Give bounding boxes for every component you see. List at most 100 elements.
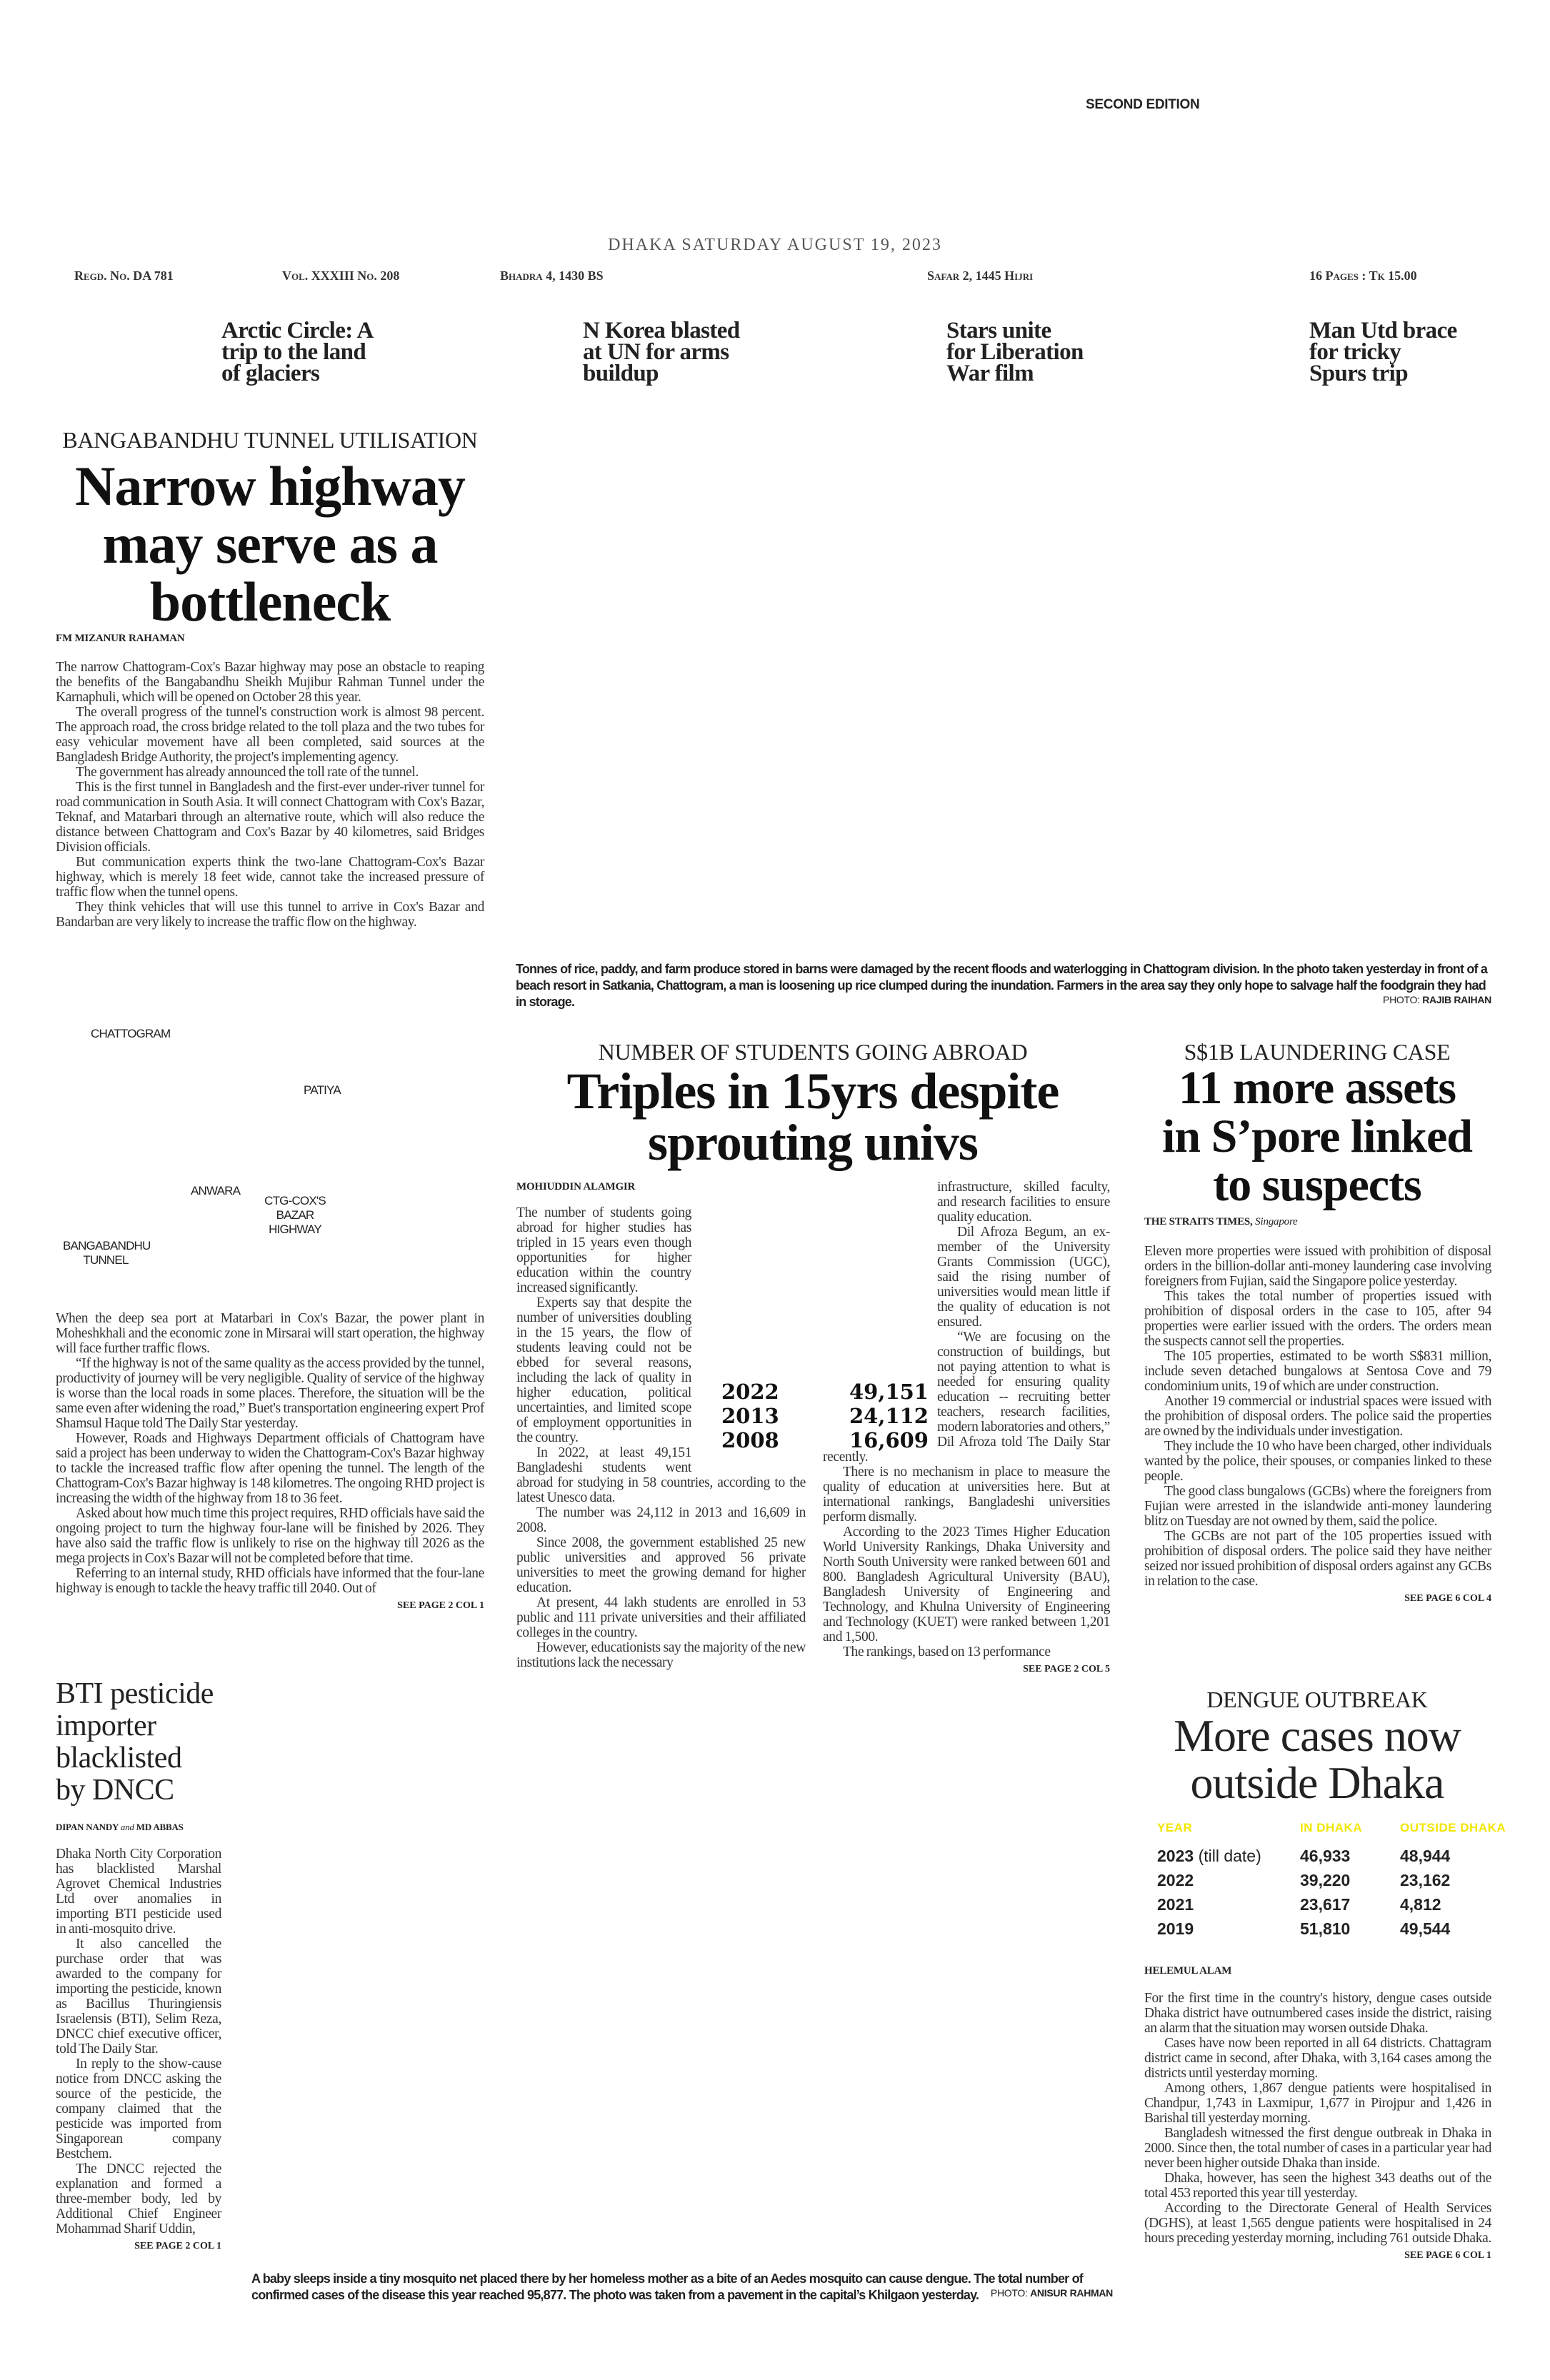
- cell-year: 2022: [1157, 1871, 1194, 1889]
- stat-year: 2008: [721, 1428, 779, 1452]
- laundering-headline[interactable]: 11 more assets in S’pore linked to suspe…: [1136, 1064, 1499, 1210]
- pages-price: 16 Pages : Tk 15.00: [1309, 268, 1417, 283]
- paragraph: But communication experts think the two-…: [56, 855, 484, 900]
- tunnel-see-page-link[interactable]: SEE PAGE 2 COL 1: [397, 1600, 484, 1611]
- bti-see-page-link[interactable]: SEE PAGE 2 COL 1: [134, 2241, 221, 2251]
- paragraph: According to the 2023 Times Higher Educa…: [823, 1525, 1110, 1645]
- paragraph: They include the 10 who have been charge…: [1144, 1439, 1491, 1484]
- paragraph: The number was 24,112 in 2013 and 16,609…: [516, 1505, 806, 1535]
- edition-label: SECOND EDITION: [1086, 97, 1200, 112]
- headline-line: may serve as a: [102, 513, 438, 575]
- paragraph: There is no mechanism in place to measur…: [823, 1465, 1110, 1525]
- paragraph: This takes the total number of propertie…: [1144, 1289, 1491, 1349]
- bangla-date: Bhadra 4, 1430 BS: [500, 268, 604, 283]
- year-note: (till date): [1198, 1847, 1261, 1865]
- dengue-body: For the first time in the country's hist…: [1144, 1991, 1491, 2261]
- headline-line: Narrow highway: [75, 455, 466, 517]
- hijri-date: Safar 2, 1445 Hijri: [927, 268, 1034, 283]
- bti-body-text: Dhaka North City Corporation has blackli…: [56, 1847, 221, 2236]
- tunnel-headline[interactable]: Narrow highway may serve as a bottleneck: [50, 457, 490, 631]
- flood-photo: [516, 421, 1491, 953]
- teaser-line: trip to the land: [221, 339, 366, 365]
- headline-line: to suspects: [1213, 1159, 1422, 1211]
- paragraph: However, Roads and Highways Department o…: [56, 1431, 484, 1506]
- paragraph: Eleven more properties were issued with …: [1144, 1244, 1491, 1289]
- students-see-page-link[interactable]: SEE PAGE 2 COL 5: [1023, 1664, 1110, 1674]
- paragraph: In 2022, at least 49,151 Bangladeshi stu…: [516, 1445, 806, 1505]
- byline-place: Singapore: [1255, 1216, 1298, 1227]
- paragraph: Among others, 1,867 dengue patients were…: [1144, 2081, 1491, 2126]
- bti-body: Dhaka North City Corporation has blackli…: [56, 1847, 221, 2252]
- students-col2-text: infrastructure, skilled faculty, and res…: [823, 1180, 1110, 1660]
- tunnel-body: The narrow Chattogram-Cox's Bazar highwa…: [56, 660, 484, 930]
- headline-line: sprouting univs: [648, 1114, 979, 1171]
- paragraph: Asked about how much time this project r…: [56, 1506, 484, 1566]
- dengue-see-page-link[interactable]: SEE PAGE 6 COL 1: [1404, 2250, 1491, 2261]
- teaser-line: Spurs trip: [1309, 361, 1409, 386]
- paragraph: When the deep sea port at Matarbari in C…: [56, 1311, 484, 1356]
- tunnel-map: CHATTOGRAM PATIYA ANWARA CTG-COX'S BAZAR…: [56, 1014, 484, 1285]
- headline-line: bottleneck: [149, 571, 391, 633]
- paragraph: It also cancelled the purchase order tha…: [56, 1937, 221, 2057]
- headline-line: blacklisted: [56, 1742, 182, 1774]
- laundering-body: Eleven more properties were issued with …: [1144, 1244, 1491, 1605]
- paragraph: “We are focusing on the construction of …: [823, 1330, 1110, 1465]
- header-year: YEAR: [1157, 1821, 1193, 1834]
- cell-outside-dhaka: 23,162: [1400, 1871, 1451, 1889]
- credit-label: PHOTO:: [1383, 994, 1420, 1005]
- headline-line: More cases now: [1174, 1710, 1461, 1761]
- table-header-row: YEAR IN DHAKA OUTSIDE DHAKA: [1157, 1821, 1506, 1845]
- byline-author: MD ABBAS: [136, 1822, 184, 1832]
- laundering-see-page-link[interactable]: SEE PAGE 6 COL 4: [1404, 1593, 1491, 1604]
- stat-count: 16,609: [849, 1428, 929, 1452]
- paragraph: According to the Directorate General of …: [1144, 2201, 1491, 2246]
- map-label-tunnel: BANGABANDHU TUNNEL: [63, 1239, 151, 1267]
- teaser-line: of glaciers: [221, 361, 320, 386]
- cell-in-dhaka: 39,220: [1300, 1871, 1351, 1889]
- paragraph: Dhaka North City Corporation has blackli…: [56, 1847, 221, 1937]
- students-headline[interactable]: Triples in 15yrs despite sprouting univs: [500, 1065, 1126, 1168]
- students-col2: infrastructure, skilled faculty, and res…: [823, 1180, 1110, 1675]
- paragraph: Dil Afroza Begum, an ex-member of the Un…: [937, 1225, 1110, 1330]
- paragraph: For the first time in the country's hist…: [1144, 1991, 1491, 2036]
- bti-byline: DIPAN NANDY and MD ABBAS: [56, 1822, 184, 1833]
- cell-year: 2019: [1157, 1919, 1194, 1938]
- credit-name: ANISUR RAHMAN: [1030, 2287, 1113, 2299]
- students-kicker: NUMBER OF STUDENTS GOING ABROAD: [598, 1039, 1028, 1065]
- header-outside-dhaka: OUTSIDE DHAKA: [1400, 1821, 1506, 1834]
- laundering-byline: THE STRAITS TIMES, Singapore: [1144, 1216, 1298, 1228]
- students-col1-text: The number of students going abroad for …: [516, 1205, 806, 1670]
- volume-number: Vol. XXXIII No. 208: [282, 268, 400, 283]
- headline-line: 11 more assets: [1178, 1062, 1456, 1114]
- year: 2023: [1157, 1847, 1194, 1865]
- cell-in-dhaka: 23,617: [1300, 1895, 1351, 1914]
- dengue-headline[interactable]: More cases now outside Dhaka: [1136, 1712, 1499, 1807]
- bti-headline[interactable]: BTI pesticide importer blacklisted by DN…: [56, 1678, 214, 1807]
- dateline: DHAKA SATURDAY AUGUST 19, 2023: [608, 236, 942, 254]
- teaser-line: War film: [946, 361, 1034, 386]
- paragraph: The GCBs are not part of the 105 propert…: [1144, 1529, 1491, 1589]
- headline-line: by DNCC: [56, 1774, 174, 1807]
- mosquito-net-photo: [250, 1678, 1113, 2264]
- teaser-line: at UN for arms: [583, 339, 729, 365]
- teaser-line: Man Utd brace: [1309, 318, 1457, 343]
- stat-count: 49,151: [849, 1380, 929, 1404]
- headline-line: Triples in 15yrs despite: [566, 1063, 1060, 1120]
- laundering-kicker: S$1B LAUNDERING CASE: [1184, 1039, 1451, 1065]
- paragraph: “If the highway is not of the same quali…: [56, 1356, 484, 1431]
- cell-in-dhaka: 46,933: [1300, 1847, 1351, 1865]
- paragraph: Since 2008, the government established 2…: [516, 1535, 806, 1595]
- headline-line: outside Dhaka: [1190, 1757, 1445, 1808]
- dengue-kicker: DENGUE OUTBREAK: [1206, 1687, 1428, 1712]
- paragraph: In reply to the show-cause notice from D…: [56, 2057, 221, 2161]
- paragraph: Dhaka, however, has seen the highest 343…: [1144, 2171, 1491, 2201]
- students-byline: MOHIUDDIN ALAMGIR: [516, 1181, 636, 1192]
- students-stats-counts: 49,151 24,112 16,609: [821, 1380, 929, 1452]
- paragraph: Another 19 commercial or industrial spac…: [1144, 1394, 1491, 1439]
